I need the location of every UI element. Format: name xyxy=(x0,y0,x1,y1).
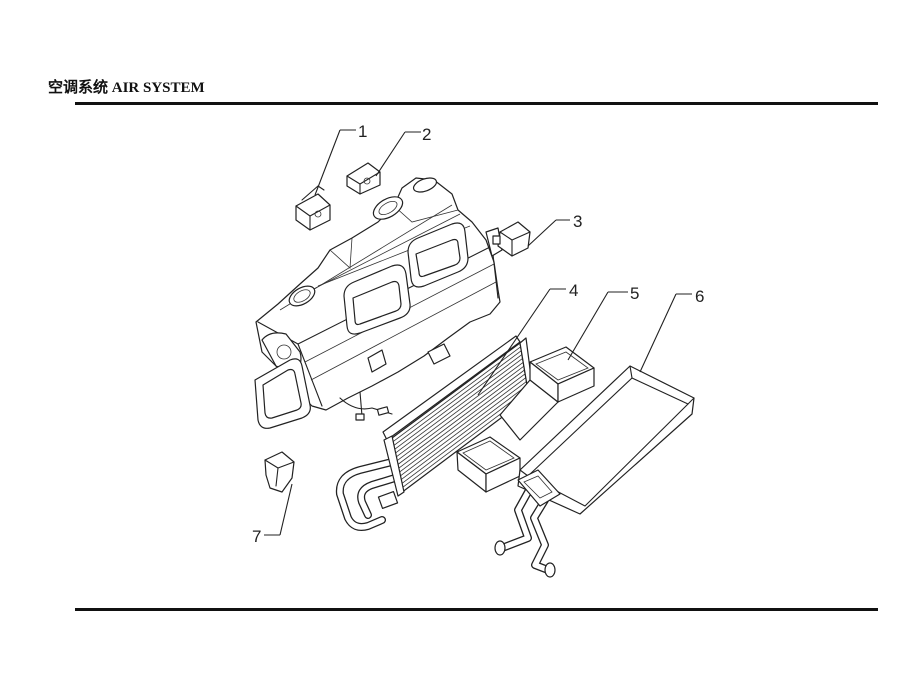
actuator-part-2 xyxy=(346,162,381,195)
callout-1: 1 xyxy=(314,122,367,196)
callout-4-label: 4 xyxy=(569,281,578,300)
filter-door xyxy=(254,358,311,429)
callout-3: 3 xyxy=(527,212,582,247)
page-title: 空调系统 AIR SYSTEM xyxy=(48,80,205,96)
evaporator-fin-line xyxy=(397,385,528,483)
callout-4: 4 xyxy=(477,281,578,396)
callout-7: 7 xyxy=(252,483,293,546)
hvac-housing xyxy=(255,177,503,421)
evaporator-fin-line xyxy=(391,358,523,457)
actuator-part-1 xyxy=(295,185,331,231)
evaporator-fin-line xyxy=(394,369,525,468)
footer-rule xyxy=(75,608,878,611)
evaporator-fin-line xyxy=(390,354,523,453)
evaporator-fin-line xyxy=(397,381,527,479)
callout-2: 2 xyxy=(375,125,431,177)
evaporator-fin-line xyxy=(389,350,522,449)
evaporator-fin-line xyxy=(395,373,526,472)
actuator-part-3 xyxy=(492,221,531,257)
case-part-5 xyxy=(456,346,595,493)
callout-2-label: 2 xyxy=(422,125,431,144)
callout-3-label: 3 xyxy=(573,212,582,231)
evaporator-fin-line xyxy=(398,388,528,486)
header-rule xyxy=(75,102,878,105)
evaporator-fin-line xyxy=(392,361,524,460)
callout-6: 6 xyxy=(639,287,704,373)
callout-7-label: 7 xyxy=(252,527,261,546)
bracket-part-7 xyxy=(264,451,295,493)
callout-5: 5 xyxy=(567,284,639,361)
evaporator-fin-line xyxy=(393,365,525,464)
callout-5-label: 5 xyxy=(630,284,639,303)
callout-1-label: 1 xyxy=(358,122,367,141)
evaporator-fin-line xyxy=(396,377,527,475)
evaporator-fin-line xyxy=(388,346,521,446)
heater-core-part-6 xyxy=(494,365,695,578)
callout-6-label: 6 xyxy=(695,287,704,306)
